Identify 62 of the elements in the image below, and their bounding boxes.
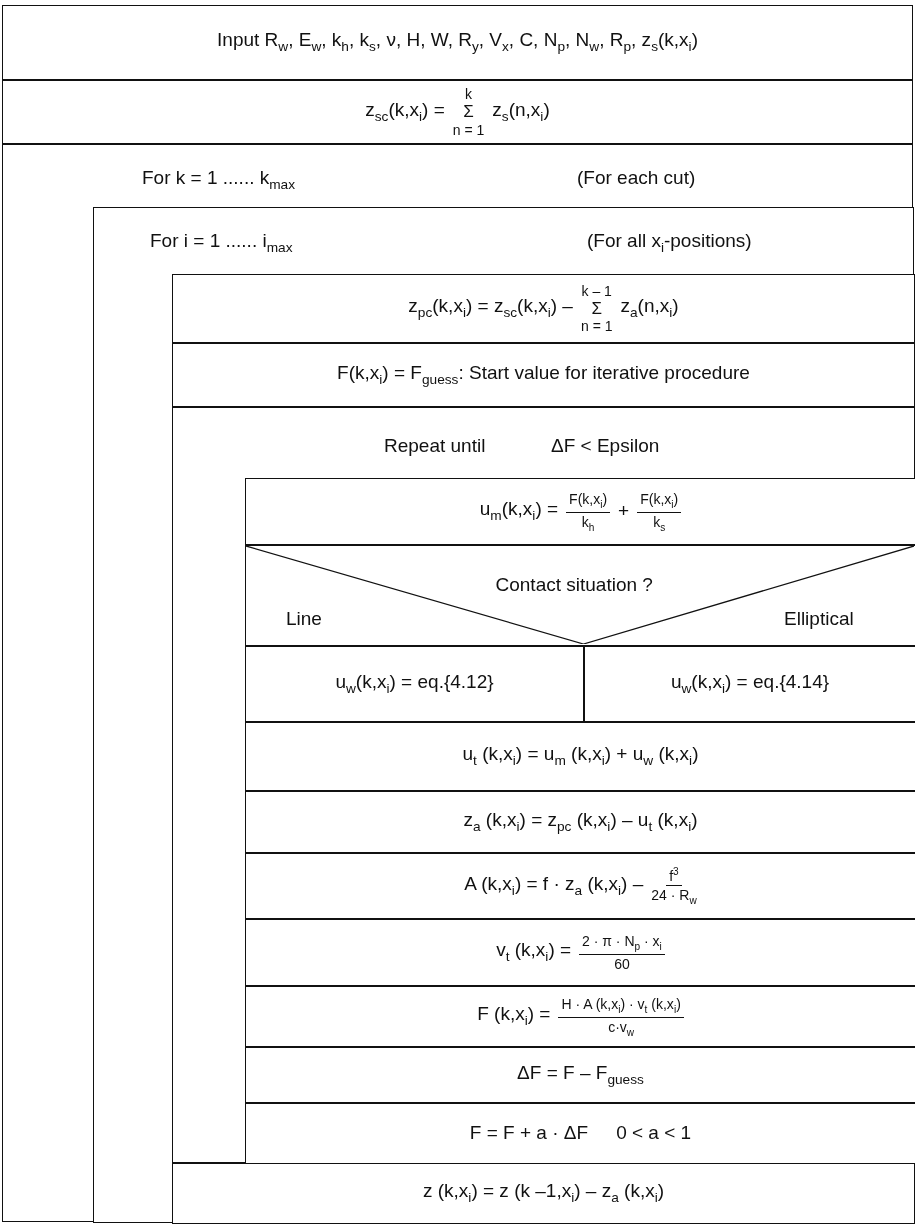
formula-text: z$_{a}$(n,x$_{i}$)	[620, 295, 679, 322]
fraction-denominator: c·v$_{w}$	[608, 1017, 635, 1038]
fraction-numerator: F(k,x$_{i}$)	[566, 490, 611, 513]
formula-text: z (k,x$_{i}$) = z (k –1,x$_{i}$) – z$_{a}$ (k,x$_{i}$)	[422, 1180, 665, 1207]
formula-text: u$_{t}$ (k,x$_{i}$) = u$_{m}$ (k,x$_{i}$) + u$_{w}$ (k,x$_{i}$)	[462, 743, 699, 770]
statement-block	[245, 791, 915, 853]
fraction-numerator: F(k,x$_{i}$)	[637, 490, 682, 513]
statement-block	[172, 343, 915, 407]
statement-block	[245, 1103, 915, 1164]
formula-text: F(k,x$_{i}$) = F$_{guess}$: Start value for iterative procedure	[337, 361, 750, 389]
formula-text: +	[618, 500, 630, 523]
statement-block	[245, 1047, 915, 1103]
loop-comment: (For each cut)	[577, 167, 696, 190]
formula-text: z$_{pc}$(k,x$_{i}$) = z$_{sc}$(k,x$_{i}$) –	[408, 295, 573, 322]
sum-upper-limit: k – 1	[581, 282, 612, 299]
sum-symbol: Σ	[591, 298, 602, 319]
loop-condition: ΔF < Epsilon	[551, 435, 660, 458]
formula-text: z$_{a}$ (k,x$_{i}$) = z$_{pc}$ (k,x$_{i}$) – u$_{t}$ (k,x$_{i}$)	[463, 808, 698, 836]
sum-upper-limit: k	[465, 86, 473, 103]
statement-block	[245, 986, 915, 1047]
statement-block	[2, 5, 913, 80]
fraction-numerator: f$^{3}$	[666, 865, 682, 887]
statement-block	[245, 722, 915, 791]
formula-text: v$_{t}$ (k,x$_{i}$) =	[496, 939, 572, 966]
input-statement: Input R$_{w}$, E$_{w}$, k$_{h}$, k$_{s}$, ν, H, W, R$_{y}$, V$_{x}$, C, N$_{p}$, N$_{w}$, R$_{p}$, z$_{s}$(k,x$_{i}$)	[217, 29, 698, 56]
branch-label: Line	[286, 608, 322, 631]
statement-block	[245, 646, 584, 722]
formula-text: F (k,x$_{i}$) =	[477, 1003, 551, 1030]
statement-block	[172, 274, 915, 343]
formula-text: u$_{w}$(k,x$_{i}$) = eq.{4.12}	[335, 670, 494, 698]
formula-text: z$_{s}$(n,x$_{i}$)	[492, 98, 550, 126]
formula-text: z$_{sc}$(k,x$_{i}$) =	[365, 98, 445, 126]
loop-condition: Repeat until	[384, 435, 486, 458]
loop-block	[172, 407, 915, 1163]
statement-block	[245, 919, 915, 986]
statement-block	[172, 1163, 915, 1224]
formula-text: 0 < a < 1	[616, 1122, 692, 1145]
branch-label: Elliptical	[784, 608, 854, 631]
sum-symbol: Σ	[463, 102, 474, 122]
loop-block	[93, 207, 914, 1223]
formula-text: u$_{w}$(k,x$_{i}$) = eq.{4.14}	[670, 670, 830, 698]
loop-block	[2, 144, 913, 1222]
fraction-numerator: H · A (k,x$_{i}$) · v$_{t}$ (k,x$_{i}$)	[558, 995, 684, 1018]
formula-text: F = F + a · ΔF	[469, 1122, 589, 1145]
formula-text: u$_{m}$(k,x$_{i}$) =	[479, 498, 559, 525]
formula-text: A (k,x$_{i}$) = f · z$_{a}$ (k,x$_{i}$) –	[464, 872, 644, 900]
statement-block	[2, 80, 913, 144]
statement-block	[584, 646, 915, 722]
fraction-denominator: 60	[614, 954, 630, 972]
statement-block	[245, 853, 915, 919]
sum-lower-limit: n = 1	[580, 318, 613, 335]
loop-condition: For i = 1 ...... i$_{max}$	[150, 230, 293, 257]
loop-condition: For k = 1 ...... k$_{max}$	[142, 167, 296, 194]
statement-block	[245, 478, 915, 545]
sum-lower-limit: n = 1	[452, 121, 485, 138]
fraction-numerator: 2 · π · N$_{p}$ · x$_{i}$	[579, 933, 665, 955]
fraction-denominator: k$_{s}$	[653, 512, 666, 533]
loop-comment: (For all x$_{i}$-positions)	[587, 230, 752, 257]
formula-text: ΔF = F – F$_{guess}$	[517, 1061, 644, 1089]
condition-text: Contact situation ?	[495, 574, 653, 597]
fraction-denominator: k$_{h}$	[581, 512, 595, 533]
fraction-denominator: 24 · R$_{w}$	[651, 886, 697, 907]
